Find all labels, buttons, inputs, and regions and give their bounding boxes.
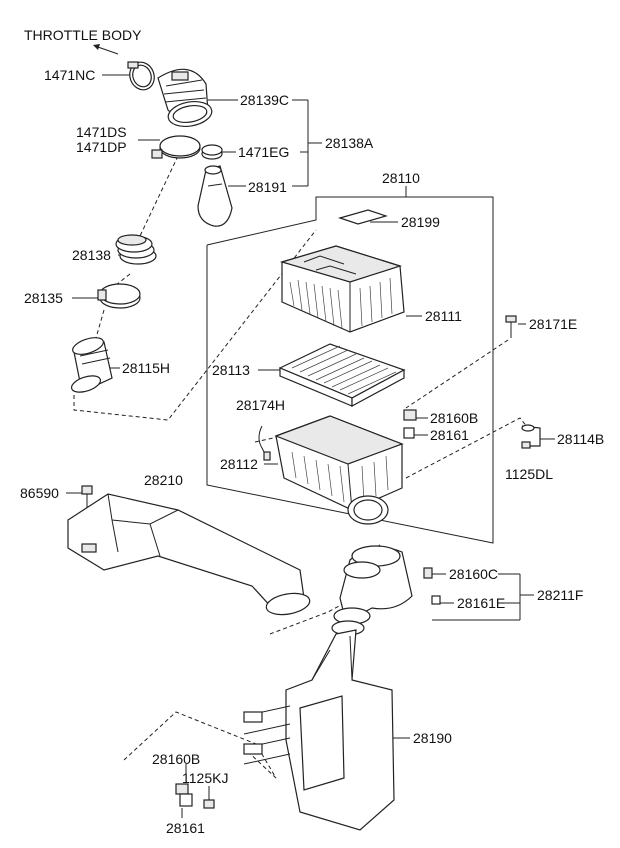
part-label-28139c: 28139C (240, 92, 290, 108)
part-label-28110: 28110 (382, 170, 420, 186)
case-28112 (274, 415, 404, 525)
grommet-28160b-top (403, 409, 417, 421)
part-label-28210: 28210 (144, 472, 183, 488)
hose-28211f (331, 545, 413, 636)
part-label-28161e: 28161E (457, 595, 506, 611)
bushing-28161-top (403, 427, 415, 439)
part-label-28161-bottom: 28161 (166, 820, 205, 836)
part-label-28171e: 28171E (529, 316, 578, 332)
bolt-1125kj (203, 786, 215, 809)
leader-lines (66, 44, 555, 818)
hose-28174h (258, 425, 271, 461)
part-label-28191: 28191 (248, 179, 287, 195)
part-label-1471nc: 1471NC (44, 67, 96, 83)
clamp-28135 (97, 283, 141, 309)
part-label-1471eg: 1471EG (238, 144, 290, 160)
bolt-28171e (505, 315, 517, 338)
part-label-28114b: 28114B (557, 431, 605, 447)
part-label-28112: 28112 (220, 456, 258, 472)
hose-28191 (197, 165, 233, 227)
part-label-28115h: 28115H (122, 360, 171, 376)
clamp-1471ds (151, 135, 201, 159)
part-label-28135: 28135 (24, 290, 63, 306)
clamp-1471nc (127, 61, 155, 91)
part-label-28190: 28190 (413, 730, 452, 746)
part-label-28160b-bottom: 28160B (152, 751, 201, 767)
part-label-28111: 28111 (425, 308, 462, 324)
hose-28139c (157, 68, 213, 128)
bolt-86590 (81, 485, 93, 508)
throttle-body-title: THROTTLE BODY (24, 27, 142, 43)
part-label-28199: 28199 (401, 214, 440, 230)
bushing-28161-bottom (179, 793, 193, 807)
part-label-28160c: 28160C (449, 566, 499, 582)
part-label-86590: 86590 (20, 485, 59, 501)
part-label-28113: 28113 (212, 362, 250, 378)
part-label-28174h: 28174H (236, 397, 286, 413)
part-label-28161-top: 28161 (430, 427, 469, 443)
part-label-28138: 28138 (72, 247, 111, 263)
resonator-28190 (243, 629, 395, 831)
part-label-28138a: 28138A (325, 135, 374, 151)
duct-28115h (70, 337, 113, 393)
part-label-1125dl: 1125DL (505, 466, 554, 482)
part-label-1471ds: 1471DS (76, 124, 127, 140)
bracket-28114b (521, 424, 541, 449)
clamp-1471eg (201, 144, 223, 160)
coupling-28138 (115, 234, 157, 265)
part-label-28160b-top: 28160B (430, 410, 479, 426)
part-label-1125kj: 1125KJ (182, 770, 229, 786)
part-label-1471dp: 1471DP (76, 139, 127, 155)
clip-28160c (423, 567, 433, 579)
cover-28111 (279, 245, 405, 333)
label-28199 (337, 209, 389, 225)
filter-28113 (278, 343, 406, 408)
bushing-28161e (431, 595, 441, 605)
part-label-28211f: 28211F (537, 587, 584, 603)
duct-28210 (67, 493, 311, 616)
